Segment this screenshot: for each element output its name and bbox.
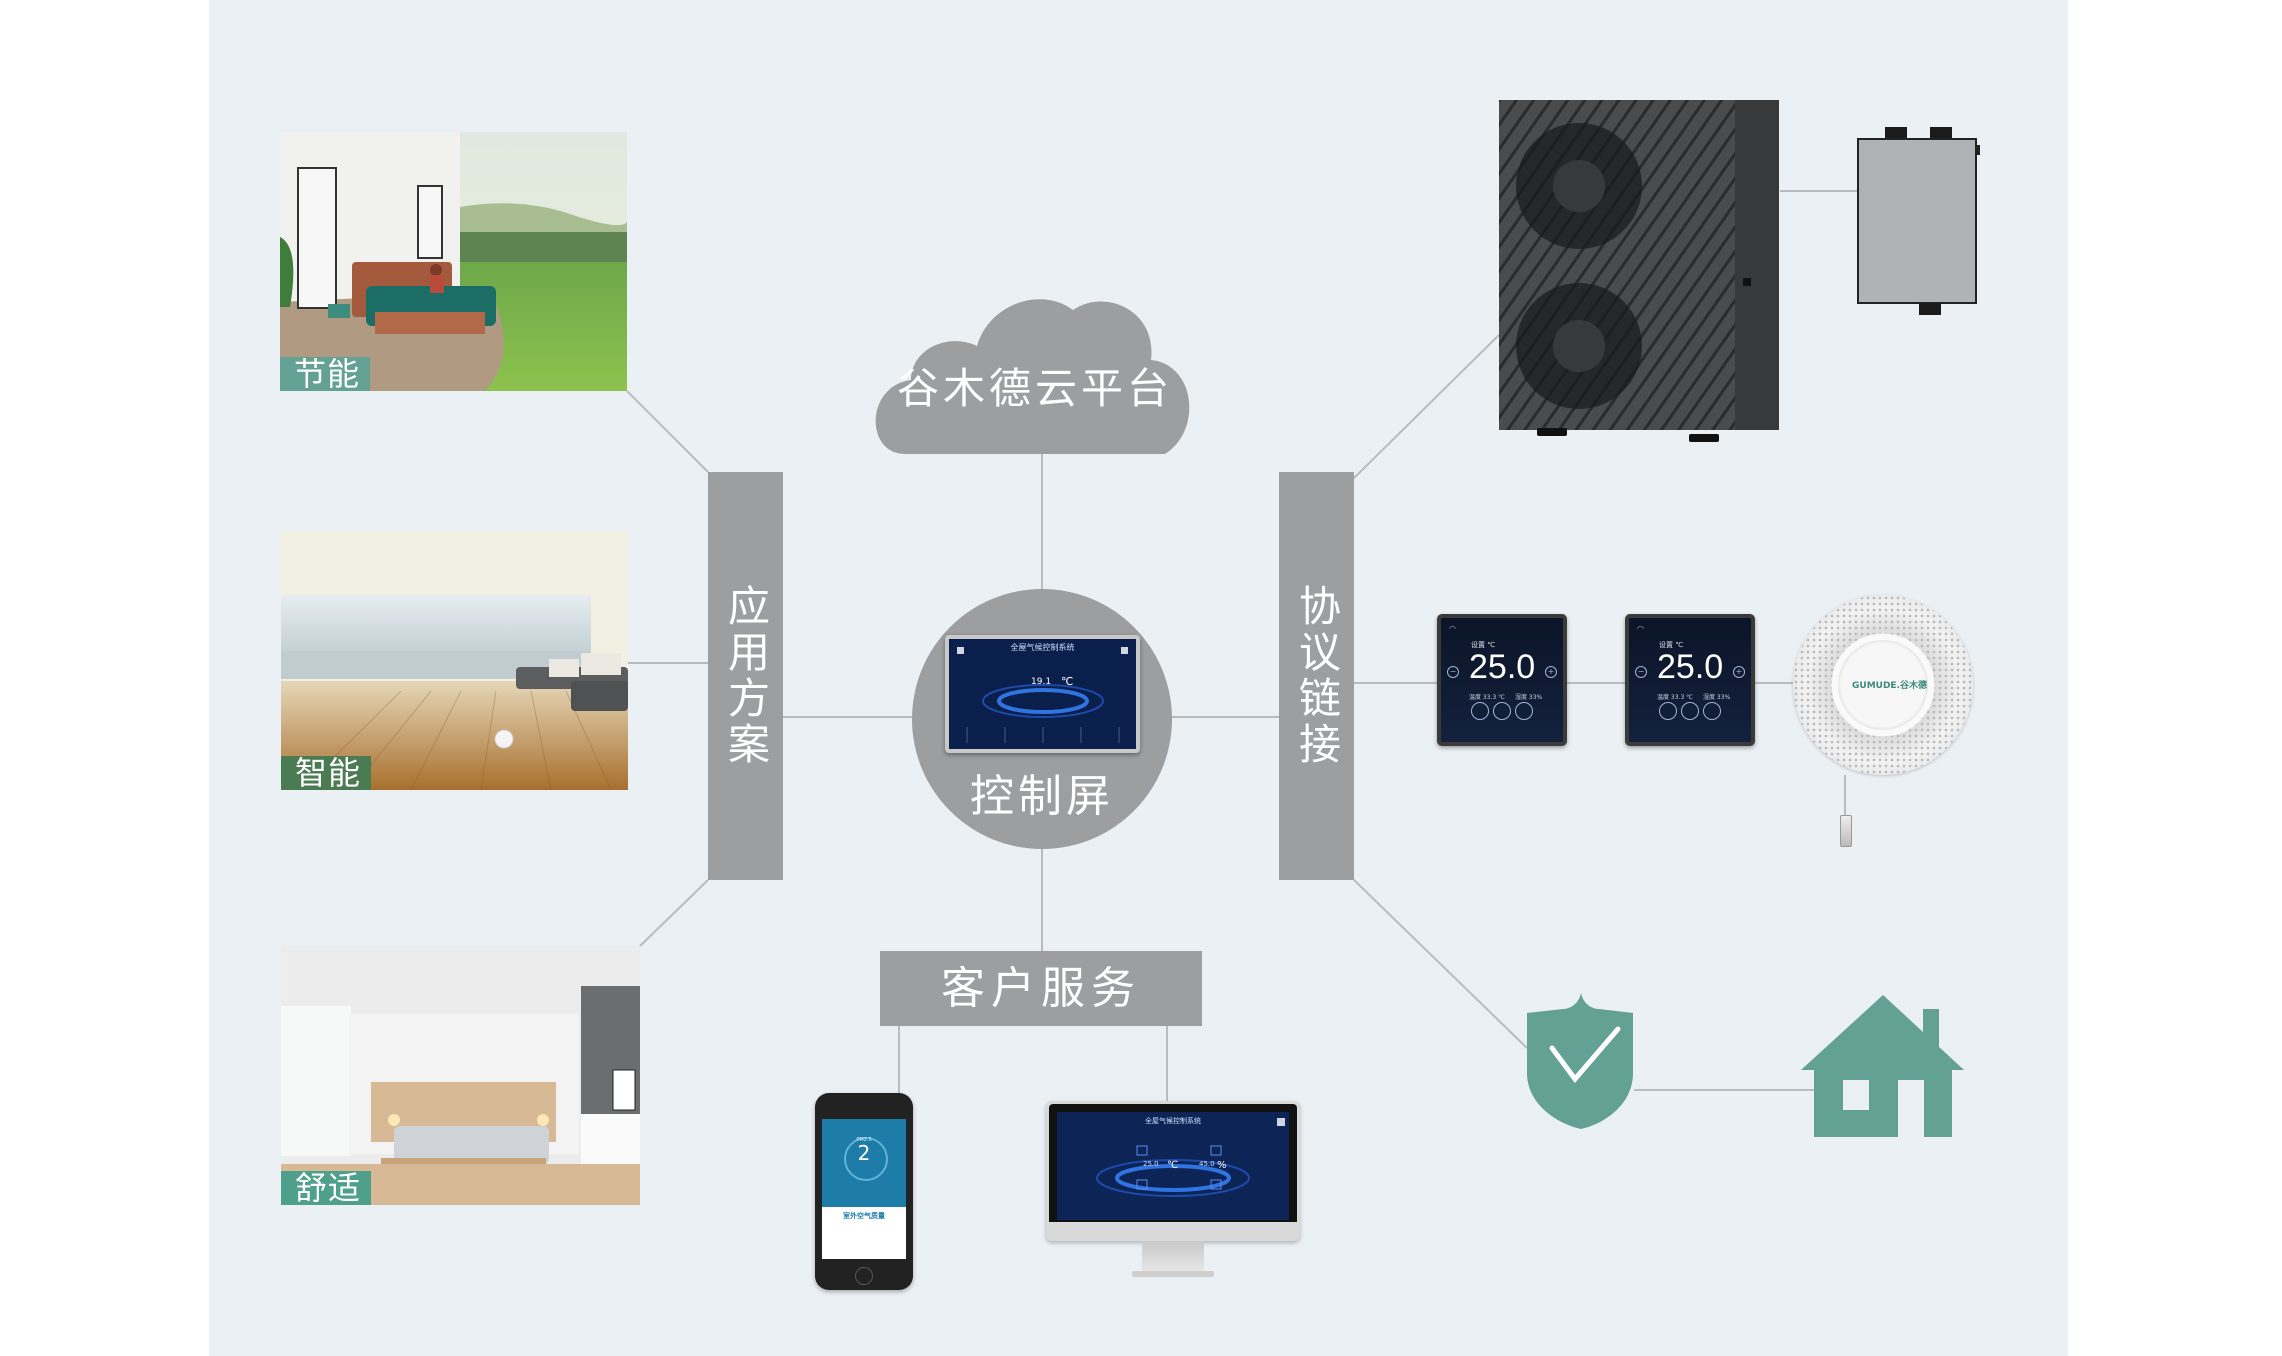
living-room-seaside-scene <box>281 531 628 790</box>
thermostat-temp: 温度 33.3 ℃ <box>1657 694 1693 701</box>
thermostat-value: 25.0 <box>1469 648 1536 686</box>
cloud-icon <box>875 299 1190 454</box>
control-screen-unit: ℃ <box>1061 675 1074 688</box>
desktop-monitor: 全屋气候控制系统 25.0 ℃ 45.0 % <box>1046 1101 1300 1277</box>
application-solutions-label: 应用方案 <box>721 584 771 768</box>
phone-screen: PM2.5 2 室外空气质量 <box>822 1119 906 1259</box>
sensor-probe <box>1840 815 1852 847</box>
thermostat-set-label: 设置 ℃ <box>1471 641 1496 649</box>
wifi-icon: ◠ <box>1637 624 1644 633</box>
protocol-link-bar: 协议链接 <box>1279 472 1354 880</box>
phone-air-quality-panel: PM2.5 2 <box>822 1119 906 1207</box>
label-smart: 智能 <box>281 756 372 790</box>
sensor-logo-badge: GUMUDE.谷木德 <box>1838 640 1928 730</box>
photo-smart: 智能 <box>281 531 628 790</box>
photo-energy-saving: 节能 <box>280 132 627 391</box>
line-photo1-bar <box>626 390 709 473</box>
power-icon[interactable] <box>1681 702 1699 720</box>
thermostat-screen: ◠ 设置 ℃ 25.0 − + 温度 33.3 ℃ 湿度 33% <box>1629 618 1751 742</box>
thermostat-panel-2: ◠ 设置 ℃ 25.0 − + 温度 33.3 ℃ 湿度 33% <box>1625 614 1755 746</box>
thermostat-humidity: 湿度 33% <box>1515 694 1543 701</box>
phone-metric-value: 2 <box>857 1141 871 1165</box>
protocol-link-label: 协议链接 <box>1292 584 1342 768</box>
monitor-humidity-unit: % <box>1217 1160 1227 1171</box>
thermostat-value: 25.0 <box>1657 648 1724 686</box>
decrease-icon[interactable]: − <box>1447 666 1459 678</box>
monitor-humidity: 45.0 <box>1199 1160 1215 1168</box>
house-icon <box>1801 995 1964 1137</box>
application-solutions-bar: 应用方案 <box>708 472 783 880</box>
line-photo3-bar <box>639 879 709 947</box>
monitor-foot <box>1132 1271 1214 1277</box>
thermostat-temp: 温度 33.3 ℃ <box>1469 694 1505 701</box>
control-screen-device: 全屋气候控制系统 19.1 ℃ <box>945 635 1140 753</box>
thermostat-humidity: 湿度 33% <box>1703 694 1731 701</box>
label-comfort: 舒适 <box>281 1171 372 1205</box>
customer-service-box: 客户服务 <box>880 951 1202 1026</box>
label-energy-saving: 节能 <box>280 357 371 391</box>
thermostat-set-label: 设置 ℃ <box>1659 641 1684 649</box>
phone-caption: 室外空气质量 <box>843 1212 885 1220</box>
bedroom-meadow-scene <box>280 132 627 391</box>
seat-mode-icon[interactable] <box>1703 702 1721 720</box>
photo-comfort: 舒适 <box>281 946 640 1205</box>
control-screen-title: 全屋气候控制系统 <box>1010 643 1075 652</box>
control-screen-label: 控制屏 <box>970 771 1114 822</box>
modern-bedroom-scene <box>281 946 640 1205</box>
phone-gauge-ring <box>844 1137 888 1181</box>
wifi-icon: ◠ <box>1449 624 1456 633</box>
heat-pump-icon <box>1499 100 1779 442</box>
increase-icon[interactable]: + <box>1545 666 1557 678</box>
cloud-platform-label: 谷木德云平台 <box>896 364 1173 413</box>
line-bar-shield <box>1353 879 1528 1049</box>
monitor-bezel: 全屋气候控制系统 25.0 ℃ 45.0 % <box>1049 1104 1297 1222</box>
power-icon[interactable] <box>1493 702 1511 720</box>
monitor-title: 全屋气候控制系统 <box>1145 1117 1201 1125</box>
fan-mode-icon[interactable] <box>1659 702 1677 720</box>
monitor-ring-graphic <box>1096 1118 1285 1197</box>
monitor-temp: 25.0 <box>1143 1160 1159 1168</box>
seat-mode-icon[interactable] <box>1515 702 1533 720</box>
control-screen-ring-graphic <box>957 647 1128 743</box>
phone-metric-label: PM2.5 <box>856 1137 872 1143</box>
indoor-unit-icon <box>1857 127 1980 315</box>
control-screen-temp: 19.1 <box>1031 677 1052 687</box>
decrease-icon[interactable]: − <box>1635 666 1647 678</box>
increase-icon[interactable]: + <box>1733 666 1745 678</box>
monitor-display: 全屋气候控制系统 25.0 ℃ 45.0 % <box>1057 1112 1289 1220</box>
thermostat-panel-1: ◠ 设置 ℃ 25.0 − + 温度 33.3 ℃ 湿度 33% <box>1437 614 1567 746</box>
monitor-stand <box>1142 1241 1204 1271</box>
line-bar-heatpump <box>1353 334 1500 479</box>
monitor-temp-unit: ℃ <box>1167 1160 1179 1171</box>
shield-check-icon <box>1527 993 1633 1129</box>
fan-mode-icon[interactable] <box>1471 702 1489 720</box>
sensor-logo: GUMUDE.谷木德 <box>1852 681 1927 691</box>
control-screen-display: 全屋气候控制系统 19.1 ℃ <box>949 639 1136 749</box>
phone-home-button <box>855 1267 873 1285</box>
mobile-app-phone: PM2.5 2 室外空气质量 <box>815 1093 913 1290</box>
air-quality-sensor: GUMUDE.谷木德 <box>1793 595 1973 775</box>
thermostat-screen: ◠ 设置 ℃ 25.0 − + 温度 33.3 ℃ 湿度 33% <box>1441 618 1563 742</box>
